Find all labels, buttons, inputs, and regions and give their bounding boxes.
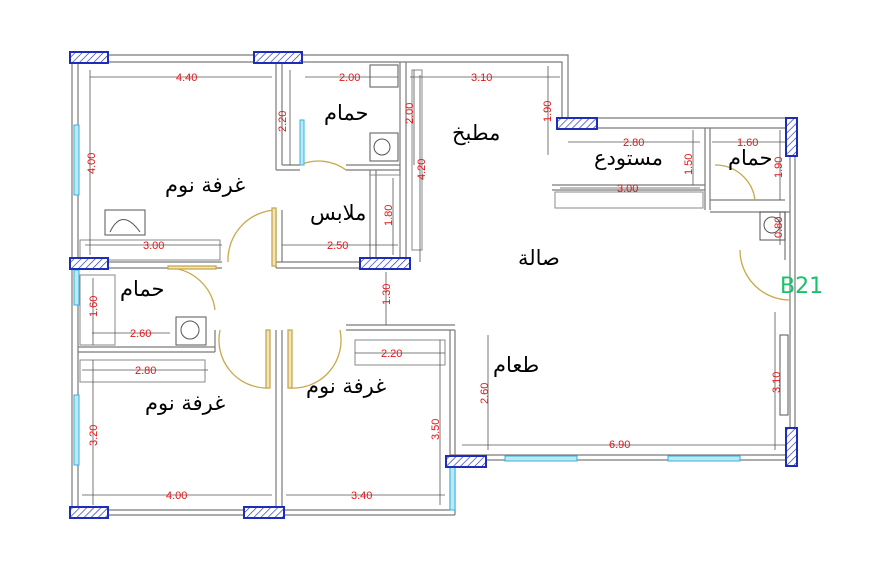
room-bedroom-bottom-left: غرفة نوم: [145, 391, 225, 415]
window-bath-top: [299, 119, 305, 166]
dim-left-bath-depth: 1.60: [88, 296, 100, 317]
dim-right-bath-width: 1.60: [737, 137, 758, 149]
dim-bedroom-height: 4.00: [86, 153, 98, 174]
dim-corridor-gap: 1.30: [381, 284, 393, 305]
dim-bottom-mid-depth: 3.50: [430, 419, 442, 440]
window-left-top: [73, 124, 80, 196]
dim-left-bath-width: 2.60: [130, 328, 151, 340]
room-living: صالة: [518, 246, 560, 270]
dim-right-wall: 3.10: [771, 372, 783, 393]
room-bathroom-right: حمام: [728, 146, 773, 170]
washbasin-right: [759, 211, 786, 241]
dim-closet-depth: 1.80: [383, 205, 395, 226]
door-leaf-bedroom-top: [271, 207, 277, 267]
column: [556, 117, 598, 130]
window-dining-left: [449, 461, 456, 511]
dim-top-left-width: 4.40: [176, 72, 197, 84]
room-labels: غرفة نوم حمام مطبخ مستودع حمام ملابس صال…: [120, 101, 773, 415]
unit-tag: B21: [780, 274, 823, 299]
dim-dining-depth: 2.60: [479, 383, 491, 404]
washbasin-left-bowl: [180, 320, 200, 340]
window-left-mid: [73, 269, 80, 306]
door-bedroom-bl: [218, 329, 269, 389]
column: [243, 506, 285, 519]
dim-kitchen-height: 1.90: [542, 101, 554, 122]
dim-bottom-left-width: 4.00: [166, 490, 187, 502]
door-bedroom-bm: [289, 329, 342, 389]
dim-top-kitchen-width: 3.10: [471, 72, 492, 84]
dim-dining-wall: 2.20: [381, 348, 402, 360]
dim-left-strip: 2.80: [135, 365, 156, 377]
door-leaf-bedroom-bl: [265, 329, 271, 389]
column: [253, 51, 303, 64]
column: [445, 455, 487, 468]
bed-headboard: [104, 209, 146, 236]
window-bottom-2: [667, 455, 741, 462]
column: [69, 257, 109, 270]
door-leaf-bedroom-bm: [287, 329, 293, 389]
column: [359, 257, 411, 270]
room-dining: طعام: [493, 353, 539, 377]
kitchen-counter: [411, 69, 423, 251]
storage-shelf: [554, 191, 704, 209]
dim-bottom-left-depth: 3.20: [88, 425, 100, 446]
dim-storage-depth: 1.50: [683, 154, 695, 175]
door-leaf-bath-left: [167, 265, 217, 270]
dim-storage-inner: 3.00: [617, 183, 638, 195]
room-bedroom-bottom-mid: غرفة نوم: [306, 374, 386, 398]
door-bath-top: [299, 160, 347, 171]
walls: [71, 54, 796, 516]
door-bath-right: [714, 164, 756, 201]
room-bathroom-left: حمام: [120, 277, 165, 301]
dim-corridor-height: 4.20: [416, 159, 428, 180]
column: [69, 506, 109, 519]
window-bottom-1: [504, 455, 578, 462]
dim-closet-width: 2.50: [327, 240, 348, 252]
washbasin-left: [175, 316, 207, 346]
bed-pillow: [109, 219, 141, 233]
dimension-lines: [82, 66, 785, 505]
dim-storage-width: 2.80: [623, 137, 644, 149]
column: [69, 51, 109, 64]
doors: [167, 160, 791, 389]
washbasin-top-bowl: [373, 138, 391, 156]
column: [785, 117, 798, 157]
column: [785, 427, 798, 467]
wardrobe-top: [79, 239, 221, 261]
dining-cabinet: [354, 339, 446, 366]
door-bath-left: [169, 267, 216, 311]
left-bath-tub: [79, 274, 116, 346]
dim-top-bath-width: 2.00: [339, 72, 360, 84]
room-closet: ملابس: [310, 201, 366, 225]
room-storage: مستودع: [594, 146, 663, 170]
dim-right-bath-lower: 0.80: [773, 217, 785, 238]
door-living-right: [739, 249, 791, 301]
door-bedroom-top: [227, 209, 277, 263]
window-left-bottom: [73, 394, 80, 466]
dim-dining-width: 6.90: [609, 439, 630, 451]
wardrobe-left-strip: [79, 359, 206, 383]
columns: [69, 51, 798, 519]
shower-top: [369, 64, 399, 88]
dim-top-bath-depth-b: 2.00: [404, 103, 416, 124]
tv-unit: [779, 334, 789, 416]
dimension-labels: 4.40 2.00 3.10 1.90 2.20 2.00 2.80 1.60 …: [86, 72, 785, 502]
room-bathroom-top: حمام: [324, 101, 369, 125]
dim-top-bath-depth: 2.20: [277, 111, 289, 132]
room-bedroom-top: غرفة نوم: [165, 173, 245, 197]
dim-bottom-mid-width: 3.40: [351, 490, 372, 502]
dim-bedroom-width: 3.00: [143, 240, 164, 252]
washbasin-top: [369, 132, 399, 162]
dim-right-bath-depth: 1.90: [773, 157, 785, 178]
windows: [73, 119, 741, 511]
room-kitchen: مطبخ: [452, 121, 500, 145]
